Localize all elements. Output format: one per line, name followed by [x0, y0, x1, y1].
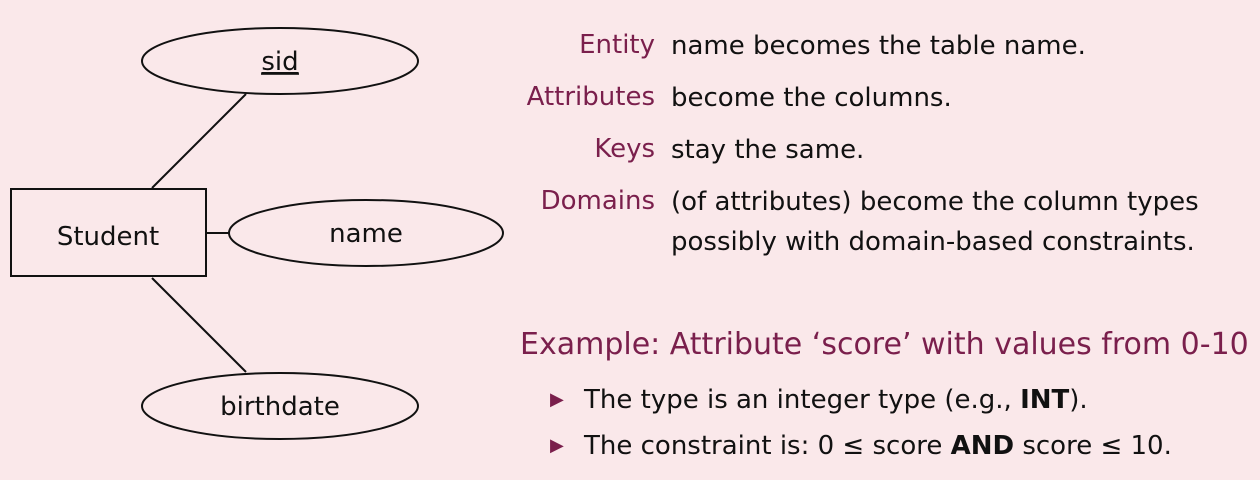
attribute-birthdate-label: birthdate — [220, 392, 340, 422]
bullet-type-text: The type is an integer type (e.g., INT). — [584, 377, 1088, 423]
triangle-right-icon: ▶ — [550, 435, 564, 456]
desc-domains: (of attributes) become the column types … — [671, 187, 1199, 257]
attribute-name-ellipse — [228, 199, 504, 267]
bullet-constraint-after: score ≤ 10. — [1014, 431, 1172, 461]
entity-student-box — [10, 188, 207, 277]
bullet-constraint-text: The constraint is: 0 ≤ score AND score ≤… — [584, 423, 1172, 469]
bullet-type-bold: INT — [1020, 385, 1070, 415]
connector-sid — [151, 93, 247, 189]
desc-keys: stay the same. — [671, 135, 865, 165]
definition-keys: Keys stay the same. — [505, 130, 1245, 170]
mapping-definitions: Entity name becomes the table name. Attr… — [505, 26, 1245, 274]
definition-entity: Entity name becomes the table name. — [505, 26, 1245, 66]
example-heading: Example: Attribute ‘score’ with values f… — [520, 327, 1249, 362]
attribute-birthdate-ellipse — [141, 372, 419, 440]
bullet-constraint-bold: AND — [950, 431, 1015, 461]
desc-attributes: become the columns. — [671, 83, 952, 113]
bullet-type-after: ). — [1069, 385, 1088, 415]
triangle-right-icon: ▶ — [550, 389, 564, 410]
attribute-sid-label: sid — [261, 47, 298, 77]
bullet-type: ▶ The type is an integer type (e.g., INT… — [550, 377, 1250, 423]
definition-domains: Domains (of attributes) become the colum… — [505, 182, 1245, 262]
term-keys: Keys — [594, 134, 655, 164]
bullet-constraint: ▶ The constraint is: 0 ≤ score AND score… — [550, 423, 1250, 469]
example-section: Example: Attribute ‘score’ with values f… — [520, 323, 1250, 469]
attribute-sid-ellipse — [141, 27, 419, 95]
term-domains: Domains — [540, 186, 655, 216]
entity-student-label: Student — [57, 222, 159, 252]
term-attributes: Attributes — [526, 82, 655, 112]
bullet-constraint-before: The constraint is: 0 ≤ score — [584, 431, 951, 461]
definition-attributes: Attributes become the columns. — [505, 78, 1245, 118]
er-diagram: sid Student name birthdate — [10, 27, 504, 440]
connector-birthdate — [151, 277, 247, 373]
bullet-type-before: The type is an integer type (e.g., — [584, 385, 1021, 415]
term-entity: Entity — [579, 30, 655, 60]
attribute-name-label: name — [329, 219, 403, 249]
desc-entity: name becomes the table name. — [671, 31, 1086, 61]
